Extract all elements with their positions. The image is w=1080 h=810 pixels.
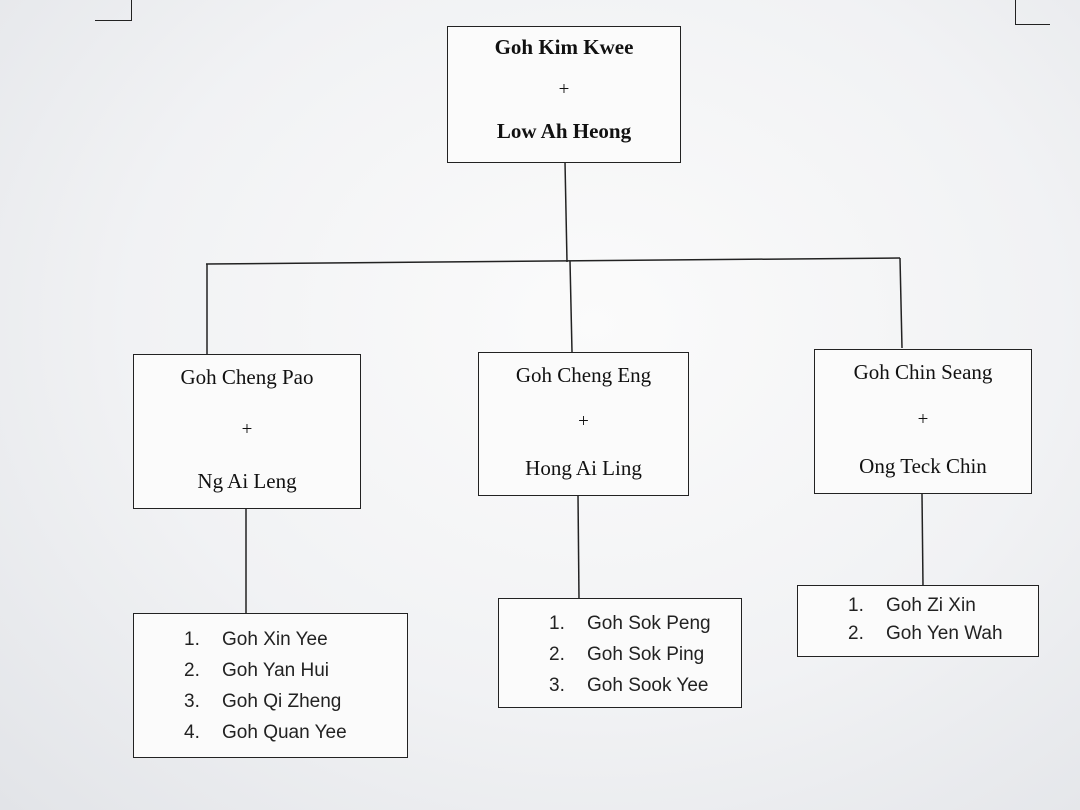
root-partner-a: Goh Kim Kwee (494, 35, 634, 59)
child-item: 2. Goh Yan Hui (184, 655, 397, 686)
child-item: 4. Goh Quan Yee (184, 717, 397, 748)
family-2-children-box: 1. Goh Sok Peng 2. Goh Sok Ping 3. Goh Sook… (498, 598, 742, 708)
page-corner-mark-left (95, 0, 132, 21)
family-3-partner-a: Goh Chin Seang (853, 360, 993, 384)
family-1-partner-b: Ng Ai Leng (197, 469, 297, 493)
child-number: 1. (549, 612, 565, 634)
family-2-couple-box: Goh Cheng Eng + Hong Ai Ling (478, 352, 689, 496)
child-name: Goh Quan Yee (222, 721, 347, 743)
family-2-children-line (577, 494, 580, 600)
root-partner-b: Low Ah Heong (496, 119, 632, 143)
family-1-couple-box: Goh Cheng Pao + Ng Ai Leng (133, 354, 361, 509)
child-name: Goh Sok Peng (587, 612, 711, 634)
root-stem-line (564, 161, 568, 263)
family-3-children-line (921, 493, 924, 587)
child-number: 1. (848, 595, 864, 616)
child-name: Goh Sook Yee (587, 674, 709, 696)
child-name: Goh Yen Wah (886, 623, 1003, 644)
family-2-plus: + (578, 411, 589, 432)
child-number: 3. (549, 674, 565, 696)
child-item: 1. Goh Zi Xin (848, 592, 1028, 620)
child-item: 3. Goh Qi Zheng (184, 686, 397, 717)
family-3-drop-line (899, 257, 903, 349)
family-3-couple-box: Goh Chin Seang + Ong Teck Chin (814, 349, 1032, 494)
family-2-partner-b: Hong Ai Ling (525, 456, 642, 480)
child-number: 1. (184, 628, 200, 650)
child-number: 2. (184, 659, 200, 681)
root-couple-box: Goh Kim Kwee + Low Ah Heong (447, 26, 681, 163)
root-plus: + (558, 78, 570, 100)
child-number: 2. (848, 623, 864, 644)
child-name: Goh Qi Zheng (222, 690, 342, 712)
sibling-bar-line (205, 257, 901, 265)
child-number: 2. (549, 643, 565, 665)
child-number: 4. (184, 721, 200, 743)
family-1-children-box: 1. Goh Xin Yee 2. Goh Yan Hui 3. Goh Qi Zhe… (133, 613, 408, 758)
child-name: Goh Yan Hui (222, 659, 330, 681)
family-3-children-box: 1. Goh Zi Xin 2. Goh Yen Wah (797, 585, 1039, 657)
family-3-partner-b: Ong Teck Chin (859, 454, 987, 478)
page-corner-mark-right (1015, 0, 1050, 25)
child-name: Goh Sok Ping (587, 643, 705, 665)
child-item: 2. Goh Yen Wah (848, 620, 1028, 648)
family-3-plus: + (917, 408, 929, 430)
family-1-partner-a: Goh Cheng Pao (180, 365, 314, 389)
child-name: Goh Zi Xin (886, 595, 976, 616)
child-item: 2. Goh Sok Ping (549, 639, 731, 670)
child-item: 3. Goh Sook Yee (549, 670, 731, 701)
child-number: 3. (184, 690, 200, 712)
family-1-plus: + (241, 418, 253, 440)
family-2-partner-a: Goh Cheng Eng (515, 363, 652, 387)
child-name: Goh Xin Yee (222, 628, 328, 650)
family-2-drop-line (569, 260, 573, 353)
child-item: 1. Goh Xin Yee (184, 624, 397, 655)
child-item: 1. Goh Sok Peng (549, 608, 731, 639)
